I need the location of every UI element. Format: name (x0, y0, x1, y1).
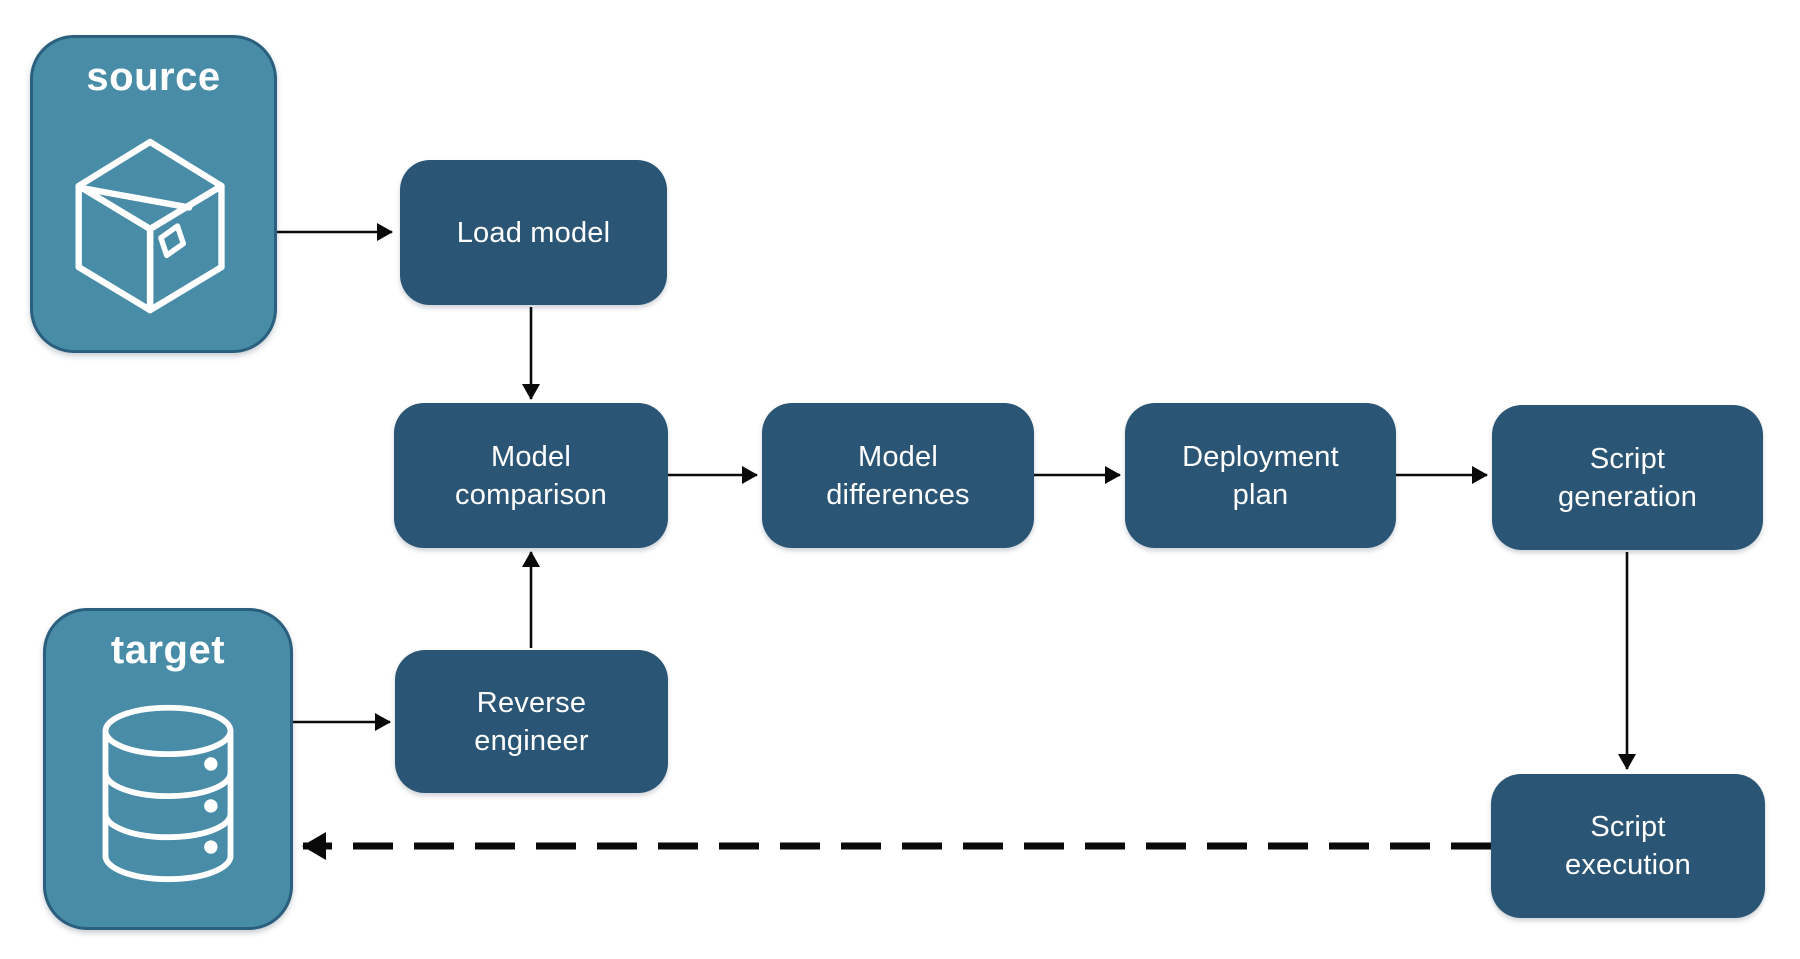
node-model-differences-label: Model differences (826, 440, 970, 511)
node-load-model-label: Load model (456, 216, 611, 249)
node-model-differences: Model differences (762, 403, 1034, 548)
node-script-generation-label: Script generation (1557, 442, 1698, 513)
endpoint-source-label: source (86, 55, 221, 99)
node-reverse-engineer: Reverse engineer (395, 650, 668, 793)
node-model-comparison-label: Model comparison (455, 440, 607, 511)
package-icon (75, 138, 225, 314)
node-deployment-plan-label: Deployment plan (1182, 440, 1339, 511)
node-deployment-plan: Deployment plan (1125, 403, 1396, 548)
node-script-execution-label: Script execution (1565, 811, 1691, 881)
node-script-execution: Script execution (1491, 774, 1765, 918)
node-script-generation: Script generation (1492, 405, 1763, 550)
node-load-model: Load model (400, 160, 667, 305)
endpoint-target-label: target (110, 628, 226, 672)
endpoint-target: target (43, 608, 293, 930)
node-reverse-engineer-label: Reverse engineer (474, 686, 589, 757)
node-model-comparison: Model comparison (394, 403, 668, 548)
endpoint-source: source (30, 35, 277, 353)
database-icon (102, 704, 234, 883)
